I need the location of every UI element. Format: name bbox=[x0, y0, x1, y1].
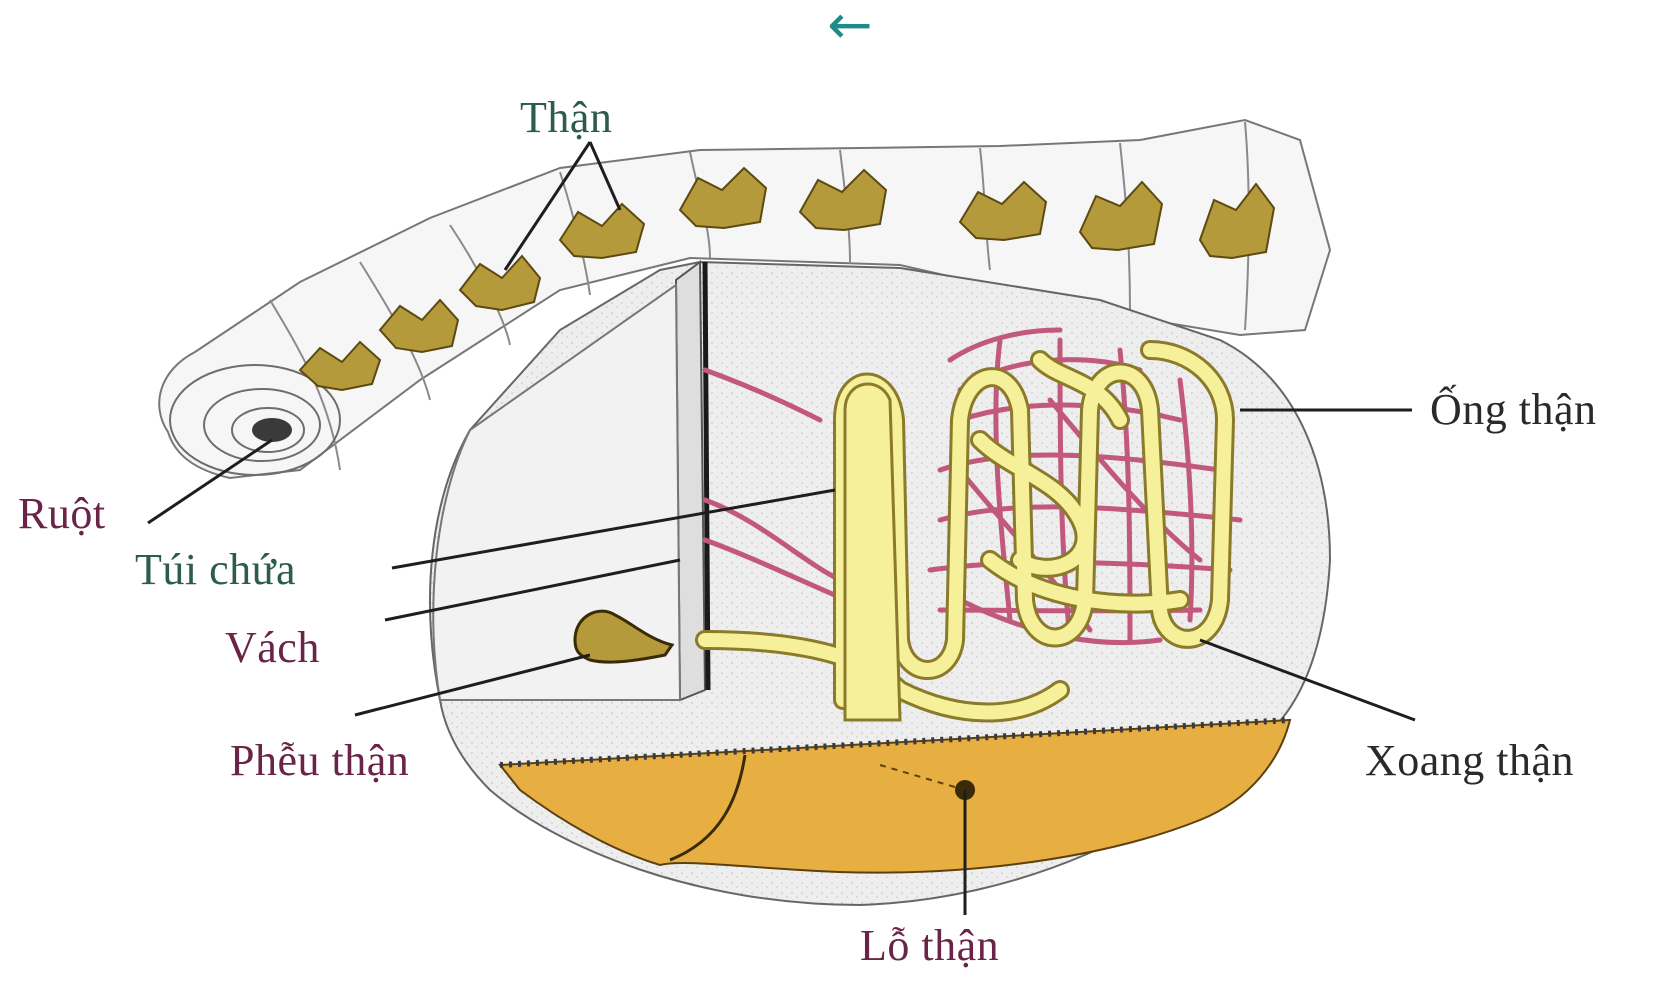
label-than: Thận bbox=[520, 94, 612, 142]
label-ong-than: Ống thận bbox=[1430, 386, 1597, 434]
label-tui-chua: Túi chứa bbox=[135, 546, 296, 594]
label-ruot: Ruột bbox=[18, 490, 106, 538]
label-pheu-than: Phễu thận bbox=[230, 737, 409, 785]
label-lo-than: Lỗ thận bbox=[860, 922, 999, 970]
label-vach: Vách bbox=[225, 624, 320, 672]
label-xoang-than: Xoang thận bbox=[1365, 737, 1574, 785]
